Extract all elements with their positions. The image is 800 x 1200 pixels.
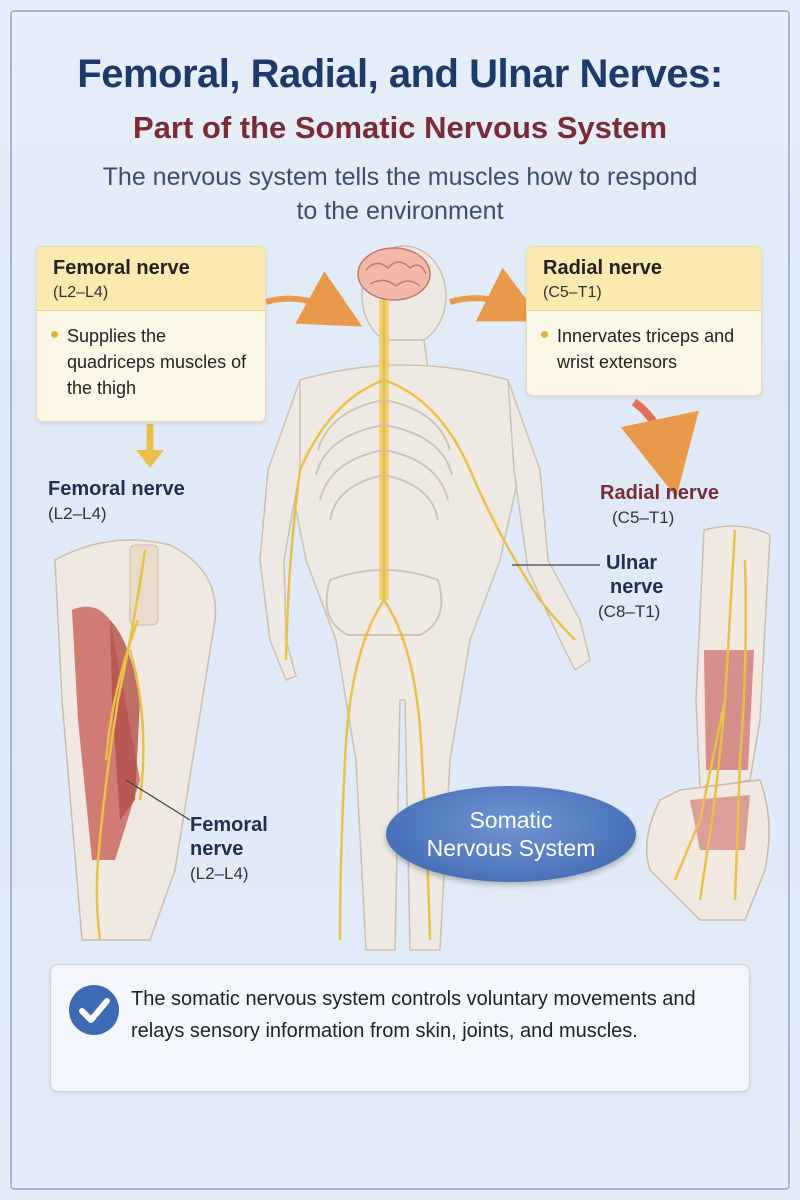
thigh-inset bbox=[54, 539, 217, 941]
rib-cage bbox=[315, 399, 453, 521]
ulnar-label-line2: nerve bbox=[610, 576, 664, 598]
tagline: The nervous system tells the muscles how… bbox=[102, 163, 698, 225]
radial-callout-name: Radial nerve bbox=[543, 257, 662, 279]
femoral-top-roots: (L2–L4) bbox=[48, 504, 107, 523]
page-frame bbox=[10, 10, 790, 1190]
page-title: Femoral, Radial, and Ulnar Nerves: bbox=[77, 52, 723, 96]
femoral-callout-header: Femoral nerve (L2–L4) bbox=[37, 247, 265, 311]
femoral-leg-pointer bbox=[125, 779, 191, 821]
brain-icon bbox=[357, 247, 431, 301]
summary-text: The somatic nervous system controls volu… bbox=[131, 988, 696, 1042]
badge-line1: Somatic bbox=[469, 807, 553, 833]
summary-note: The somatic nervous system controls volu… bbox=[50, 964, 750, 1092]
femoral-leg-label-line1: Femoral bbox=[190, 814, 268, 836]
radial-callout-roots: (C5–T1) bbox=[543, 284, 602, 301]
radial-callout-bullet: Innervates triceps and wrist extensors bbox=[527, 311, 761, 387]
ulnar-roots: (C8–T1) bbox=[598, 602, 661, 621]
radial-label: Radial nerve bbox=[600, 482, 719, 504]
radial-nerve-callout: Radial nerve (C5–T1) Innervates triceps … bbox=[526, 246, 762, 396]
arrow-icon bbox=[136, 267, 699, 498]
somatic-nervous-system-badge: Somatic Nervous System bbox=[386, 786, 636, 882]
femoral-leg-label-line2: nerve bbox=[190, 838, 244, 860]
femoral-callout-name: Femoral nerve bbox=[53, 257, 190, 279]
femoral-leg-roots: (L2–L4) bbox=[190, 864, 249, 883]
femoral-callout-bullet: Supplies the quadriceps muscles of the t… bbox=[37, 311, 265, 413]
forearm-inset bbox=[645, 525, 771, 921]
body-nerves bbox=[284, 378, 576, 941]
badge-line2: Nervous System bbox=[426, 835, 596, 861]
check-icon bbox=[69, 985, 119, 1035]
femoral-top-label: Femoral nerve bbox=[48, 478, 185, 500]
femoral-callout-roots: (L2–L4) bbox=[53, 284, 109, 301]
radial-callout-header: Radial nerve (C5–T1) bbox=[527, 247, 761, 311]
femoral-nerve-callout: Femoral nerve (L2–L4) Supplies the quadr… bbox=[36, 246, 266, 422]
radial-roots: (C5–T1) bbox=[612, 508, 675, 527]
page-subtitle: Part of the Somatic Nervous System bbox=[132, 110, 668, 145]
pelvis bbox=[325, 569, 443, 636]
ulnar-label-line1: Ulnar bbox=[606, 552, 658, 574]
